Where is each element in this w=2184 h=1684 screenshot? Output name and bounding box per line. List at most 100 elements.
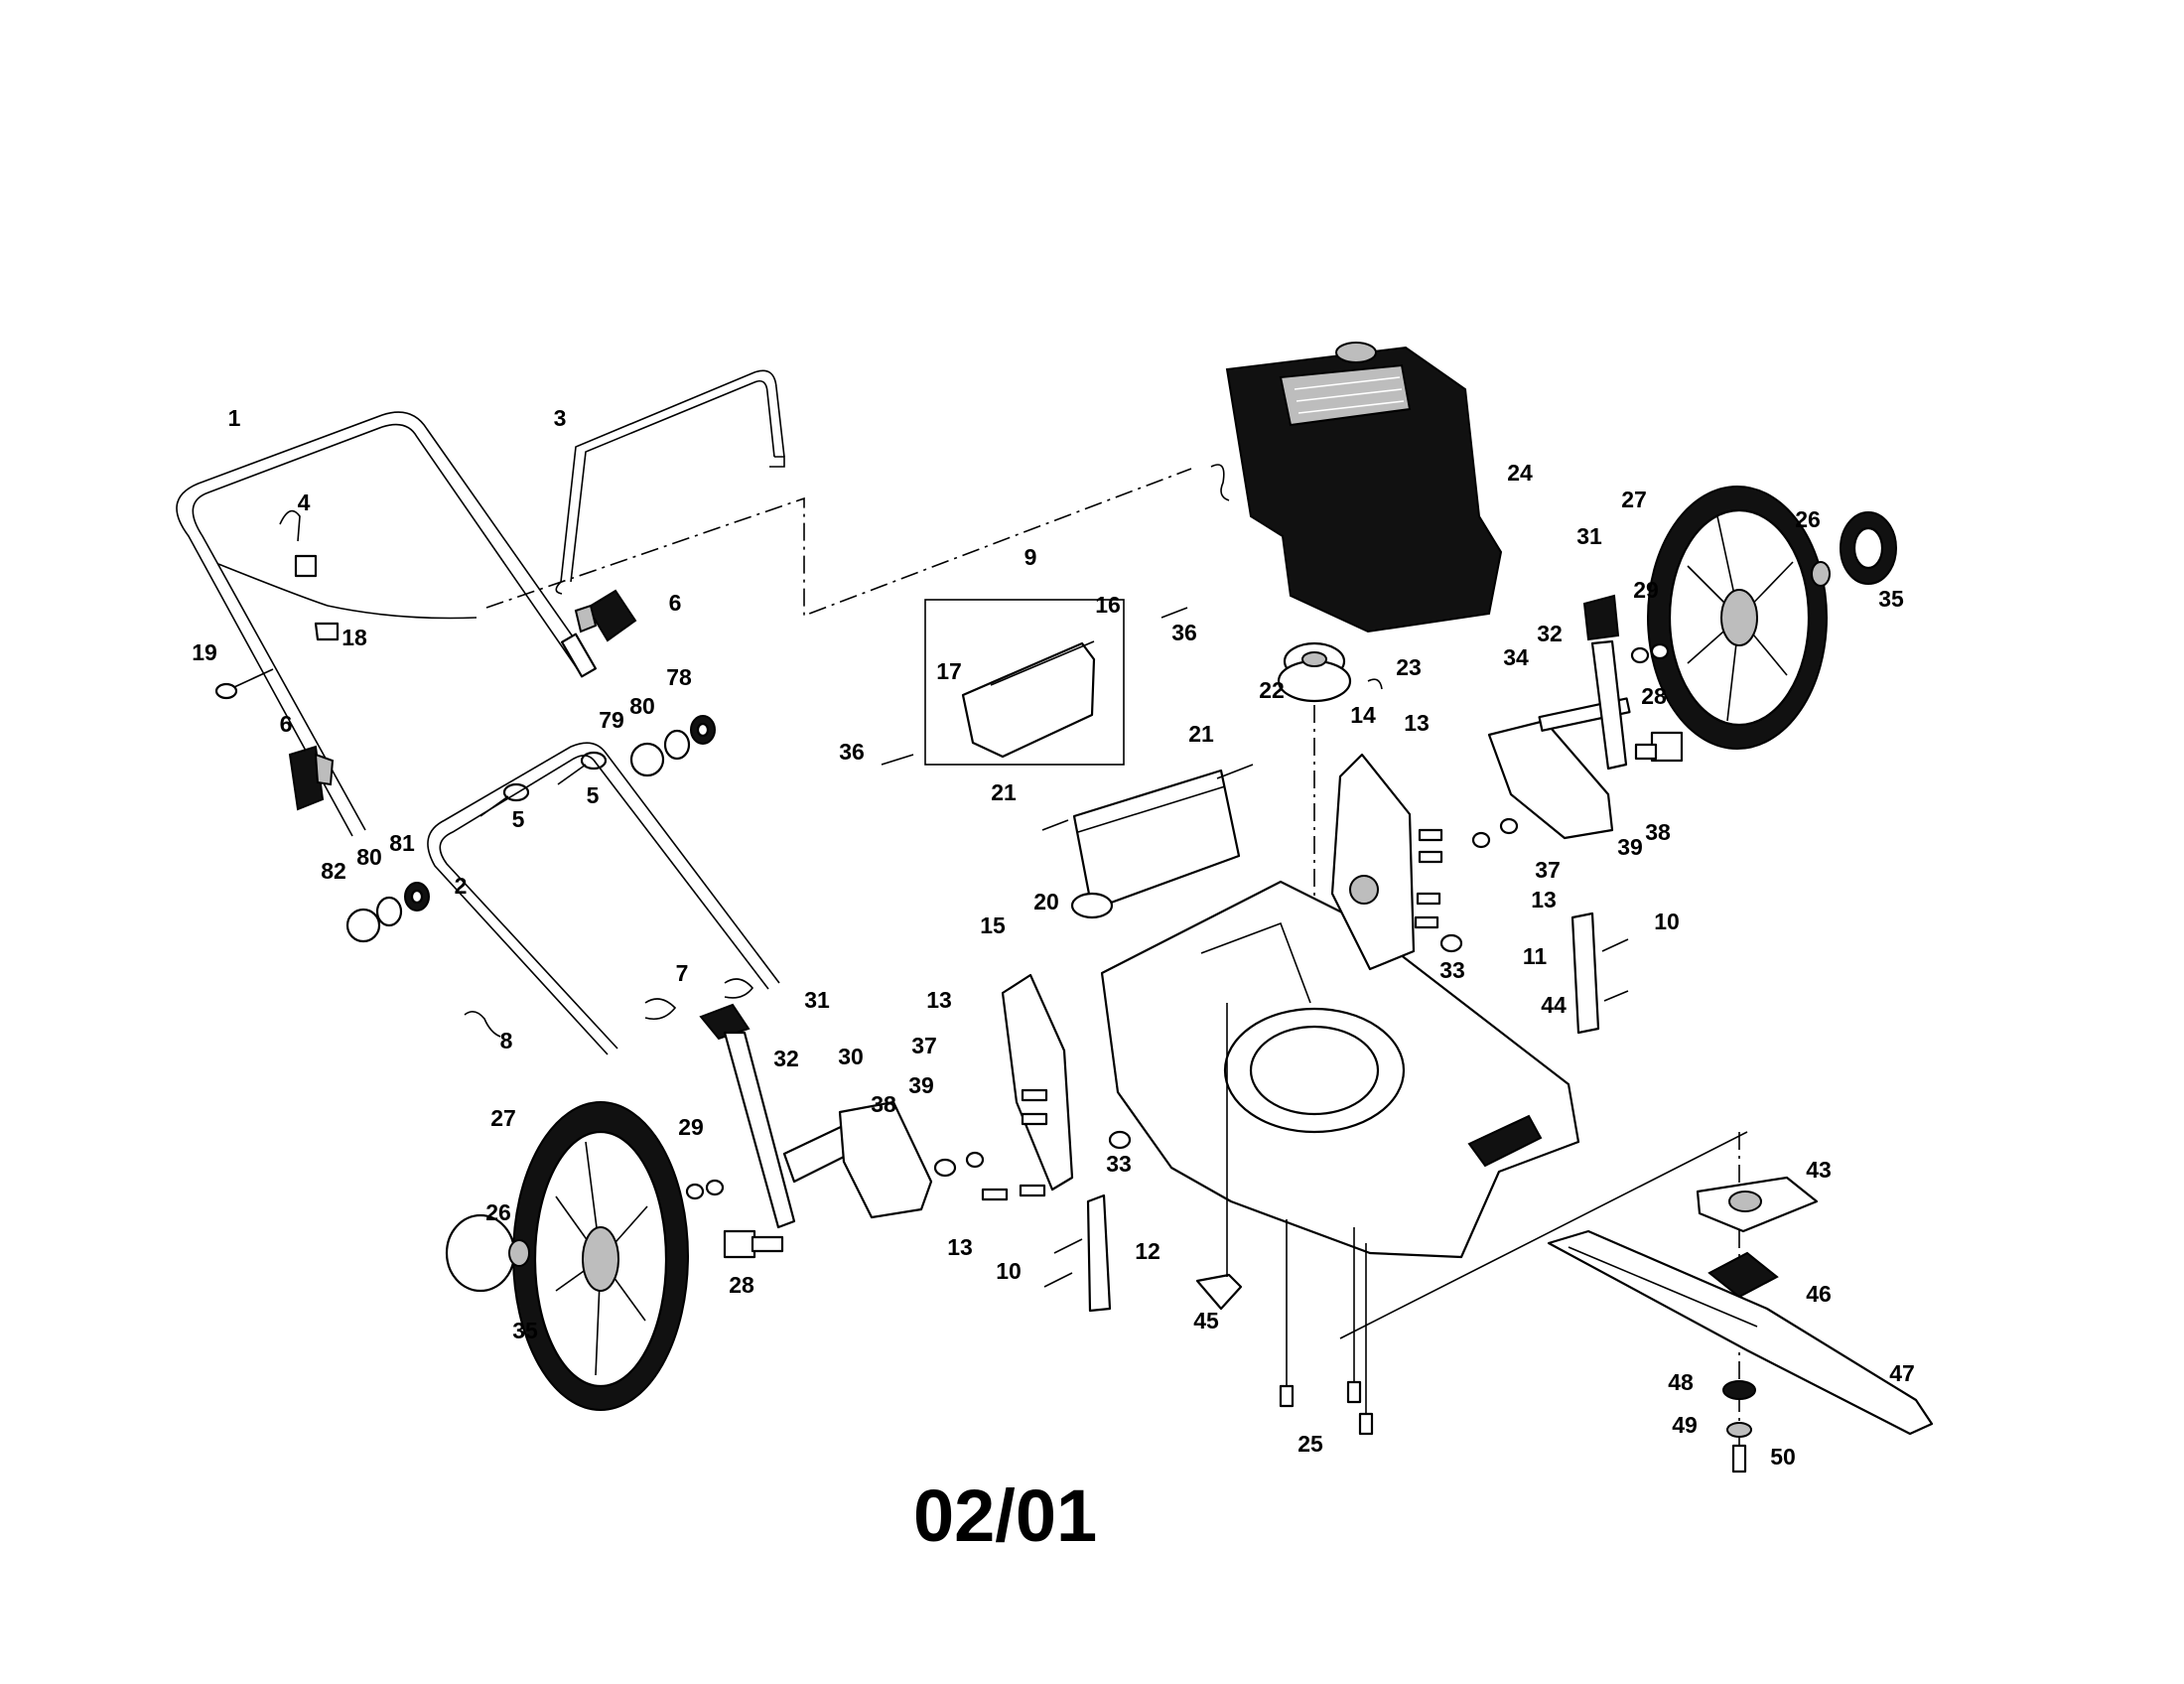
callout-33: 33	[1106, 1151, 1132, 1177]
callout-4: 4	[298, 490, 311, 515]
eyebolt-19	[214, 668, 274, 700]
callout-1: 1	[228, 405, 241, 431]
rear-door	[1070, 769, 1241, 919]
hubcap-35-left	[445, 1213, 516, 1293]
blade-outline-line	[1339, 1131, 1748, 1339]
mower-deck	[1100, 880, 1580, 1259]
key-23	[1367, 678, 1383, 690]
callout-82: 82	[321, 858, 346, 884]
callout-9: 9	[1024, 544, 1037, 570]
callout-31: 31	[804, 987, 830, 1013]
right-wheel	[1647, 486, 1828, 750]
left-wheel	[512, 1101, 689, 1411]
callout-20: 20	[1033, 889, 1059, 914]
callout-16: 16	[1095, 592, 1121, 618]
callout-12: 12	[1135, 1238, 1160, 1264]
control-cable	[217, 563, 478, 620]
callout-2: 2	[455, 873, 468, 899]
washers-29-left	[685, 1179, 725, 1200]
callout-26: 26	[1795, 506, 1821, 532]
lower-handle	[427, 742, 780, 1055]
callout-15: 15	[980, 912, 1006, 938]
callout-32: 32	[1537, 621, 1563, 646]
callout-10: 10	[1654, 909, 1680, 934]
callout-34: 34	[1503, 644, 1529, 670]
callout-35: 35	[512, 1318, 538, 1343]
callout-31: 31	[1576, 523, 1602, 549]
callout-26: 26	[485, 1199, 511, 1225]
blade-adapter-43	[1696, 1176, 1819, 1233]
callout-47: 47	[1889, 1360, 1915, 1386]
shoulder-bolt-28-left	[723, 1229, 784, 1259]
callout-36: 36	[839, 739, 865, 765]
callout-81: 81	[389, 830, 415, 856]
callout-21: 21	[991, 779, 1017, 805]
bolts-13-right	[1414, 828, 1443, 929]
washer-37-right	[1471, 831, 1491, 849]
pin-36-left	[881, 754, 914, 766]
callout-50: 50	[1770, 1444, 1796, 1470]
callout-13: 13	[947, 1234, 973, 1260]
engine	[1225, 342, 1503, 633]
blade-stiffener-46	[1707, 1251, 1779, 1299]
callout-32: 32	[773, 1046, 799, 1071]
callout-5: 5	[512, 806, 525, 832]
bolts-13-left	[981, 1088, 1048, 1201]
carriage-bolt-2	[557, 751, 608, 785]
callout-38: 38	[1645, 819, 1671, 845]
callout-43: 43	[1806, 1157, 1832, 1183]
pin-36-top	[1160, 607, 1188, 619]
cable-clip	[294, 554, 318, 578]
hubcap-35-right-center	[1852, 526, 1884, 570]
pin-21-right	[1216, 764, 1254, 779]
blade-hardware	[1722, 1380, 1756, 1474]
callout-37: 37	[911, 1033, 937, 1058]
callout-37: 37	[1535, 857, 1561, 883]
callout-11: 11	[1523, 943, 1548, 969]
callout-39: 39	[908, 1072, 934, 1098]
deck-bolts-25	[1279, 1219, 1374, 1436]
callout-10: 10	[996, 1258, 1022, 1284]
axle-bracket-left	[782, 1100, 985, 1219]
callout-49: 49	[1672, 1412, 1698, 1438]
callout-8: 8	[500, 1028, 513, 1053]
adjuster-lever-left	[699, 1003, 796, 1229]
bag-frame-box	[924, 599, 1125, 766]
nut-33-left	[1108, 1130, 1132, 1150]
knob-hardware-lower	[345, 882, 430, 943]
callout-27: 27	[1621, 487, 1647, 512]
callout-13: 13	[926, 987, 952, 1013]
cable-routing-line	[485, 468, 1192, 618]
callout-19: 19	[192, 639, 217, 665]
handle-knob-lower	[288, 745, 335, 811]
callout-14: 14	[1350, 702, 1376, 728]
plate-11	[1570, 912, 1600, 1035]
mulch-plug-45	[1195, 1273, 1243, 1311]
callout-28: 28	[729, 1272, 754, 1298]
callout-6: 6	[280, 711, 293, 737]
callout-29: 29	[1633, 577, 1659, 603]
hairpin-8	[464, 1011, 501, 1038]
callout-25: 25	[1297, 1431, 1323, 1457]
callout-7: 7	[676, 960, 689, 986]
blade-adapter-pulley	[1277, 641, 1352, 703]
callout-79: 79	[599, 707, 624, 733]
callout-44: 44	[1541, 992, 1567, 1018]
height-plate-left	[1001, 973, 1074, 1192]
callout-27: 27	[490, 1105, 516, 1131]
callout-23: 23	[1396, 654, 1422, 680]
callout-45: 45	[1193, 1308, 1219, 1333]
callout-35: 35	[1878, 586, 1904, 612]
engine-key	[1210, 464, 1230, 501]
callout-28: 28	[1641, 683, 1667, 709]
knob-hardware-upper	[629, 715, 716, 777]
callout-78: 78	[666, 664, 692, 690]
callout-36: 36	[1171, 620, 1197, 645]
callout-80: 80	[356, 844, 382, 870]
mower-blade-47	[1547, 1229, 1934, 1436]
plate-12	[1086, 1193, 1112, 1313]
callout-48: 48	[1668, 1369, 1694, 1395]
washer-26-left	[508, 1239, 530, 1267]
bolts-10-left	[1043, 1238, 1083, 1288]
